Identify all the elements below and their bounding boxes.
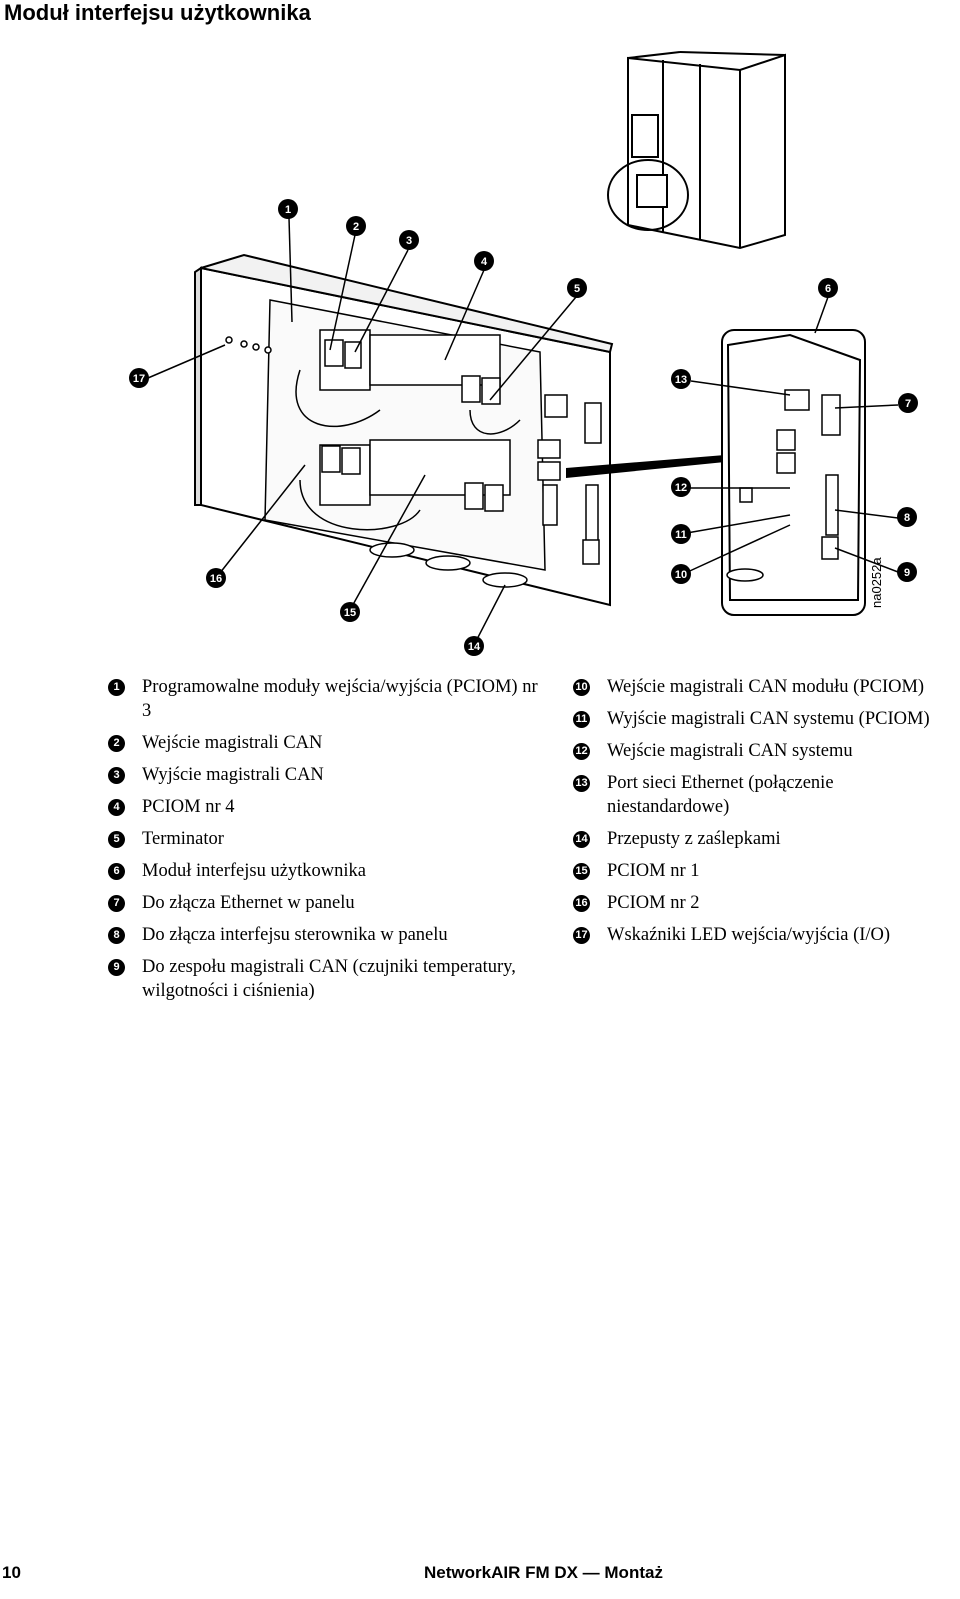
legend-item: 11 Wyjście magistrali CAN systemu (PCIOM) [573,707,958,731]
legend-item: 4 PCIOM nr 4 [108,795,538,819]
svg-text:16: 16 [210,573,222,585]
svg-text:11: 11 [675,529,687,541]
legend-item: 16 PCIOM nr 2 [573,891,958,915]
svg-text:7: 7 [905,398,911,410]
zoom-beam [566,455,725,478]
cabinet-illustration [627,51,786,250]
callout-bullet: 9 [108,959,125,976]
svg-text:10: 10 [675,569,687,581]
callout-6: 6 [818,278,838,298]
callout-bullet: 8 [108,927,125,944]
callout-2: 2 [346,216,366,236]
callout-bullet: 15 [573,863,590,880]
legend-text: Programowalne moduły wejścia/wyjścia (PC… [142,677,538,721]
svg-text:6: 6 [825,283,831,295]
svg-text:1: 1 [285,204,291,216]
legend-item: 6 Moduł interfejsu użytkownika [108,859,538,883]
callout-1: 1 [278,199,298,219]
legend-item: 13 Port sieci Ethernet (połączenie niesta… [573,771,958,819]
svg-text:12: 12 [675,482,687,494]
svg-text:15: 15 [344,607,356,619]
callout-5: 5 [567,278,587,298]
legend-left: 1 Programowalne moduły wejścia/wyjścia (P… [108,675,538,1011]
svg-text:13: 13 [675,374,687,386]
legend-item: 12 Wejście magistrali CAN systemu [573,739,958,763]
callout-8: 8 [897,507,917,527]
svg-text:17: 17 [133,373,145,385]
legend-item: 8 Do złącza interfejsu sterownika w panel… [108,923,538,947]
callout-bullet: 1 [108,679,125,696]
callout-bullet: 5 [108,831,125,848]
svg-text:9: 9 [904,567,910,579]
callout-3: 3 [399,230,419,250]
callout-bullet: 7 [108,895,125,912]
legend-text: Przepusty z zaślepkami [607,829,781,849]
legend-text: Port sieci Ethernet (połączenie niestand… [607,773,834,817]
figure-code: na0252a [869,557,884,608]
callout-9: 9 [897,562,917,582]
legend-text: Wejście magistrali CAN [142,733,323,753]
legend-text: PCIOM nr 2 [607,893,700,913]
main-panel [194,253,614,607]
footer-doc-title: NetworkAIR FM DX — Montaż [424,1563,663,1582]
legend-text: Wejście magistrali CAN systemu [607,741,853,761]
legend-item: 14 Przepusty z zaślepkami [573,827,958,851]
page-title: Moduł interfejsu użytkownika [4,0,311,25]
legend-text: PCIOM nr 4 [142,797,235,817]
svg-text:3: 3 [406,235,412,247]
page-number: 10 [2,1563,21,1582]
svg-text:5: 5 [574,283,580,295]
callout-bullet: 14 [573,831,590,848]
svg-text:2: 2 [353,221,359,233]
legend-item: 10 Wejście magistrali CAN modułu (PCIOM) [573,675,958,699]
legend-text: Wskaźniki LED wejścia/wyjścia (I/O) [607,925,891,945]
legend-item: 9 Do zespołu magistrali CAN (czujniki tem… [108,955,538,1003]
legend-item: 3 Wyjście magistrali CAN [108,763,538,787]
callout-14: 14 [464,636,484,656]
svg-text:14: 14 [468,641,481,653]
legend-item: 2 Wejście magistrali CAN [108,731,538,755]
callout-bullet: 4 [108,799,125,816]
callout-10: 10 [671,564,691,584]
legend-text: Terminator [142,829,224,849]
legend-text: PCIOM nr 1 [607,861,700,881]
legend-text: Do zespołu magistrali CAN (czujniki temp… [142,957,516,1001]
svg-text:8: 8 [904,512,910,524]
legend-text: Wyjście magistrali CAN systemu (PCIOM) [607,709,930,729]
callout-bullet: 13 [573,775,590,792]
legend-item: 17 Wskaźniki LED wejścia/wyjścia (I/O) [573,923,958,947]
legend-item: 15 PCIOM nr 1 [573,859,958,883]
legend-text: Moduł interfejsu użytkownika [142,861,367,881]
callout-7: 7 [898,393,918,413]
callout-bullet: 6 [108,863,125,880]
callout-bullet: 17 [573,927,590,944]
legend-text: Do złącza Ethernet w panelu [142,893,355,913]
legend-text: Wejście magistrali CAN modułu (PCIOM) [607,677,925,697]
callout-4: 4 [474,251,494,271]
callout-15: 15 [340,602,360,622]
callout-13: 13 [671,369,691,389]
callout-17: 17 [129,368,149,388]
legend-item: 5 Terminator [108,827,538,851]
legend-text: Wyjście magistrali CAN [142,765,324,785]
callout-11: 11 [671,524,691,544]
callout-bullet: 2 [108,735,125,752]
legend-text: Do złącza interfejsu sterownika w panelu [142,925,448,945]
zoom-circle [607,159,689,231]
user-interface-module-figure: na0252a 1 2 3 4 5 6 7 8 9 10 11 12 13 14… [129,51,918,656]
callout-bullet: 16 [573,895,590,912]
callout-12: 12 [671,477,691,497]
legend-item: 1 Programowalne moduły wejścia/wyjścia (P… [108,675,538,723]
callout-bullet: 11 [573,711,590,728]
svg-text:4: 4 [481,256,488,268]
callout-16: 16 [206,568,226,588]
leader-lines [147,217,899,646]
callout-bullet: 3 [108,767,125,784]
callout-bullet: 12 [573,743,590,760]
detail-panel [721,329,866,616]
callout-bullet: 10 [573,679,590,696]
legend-item: 7 Do złącza Ethernet w panelu [108,891,538,915]
